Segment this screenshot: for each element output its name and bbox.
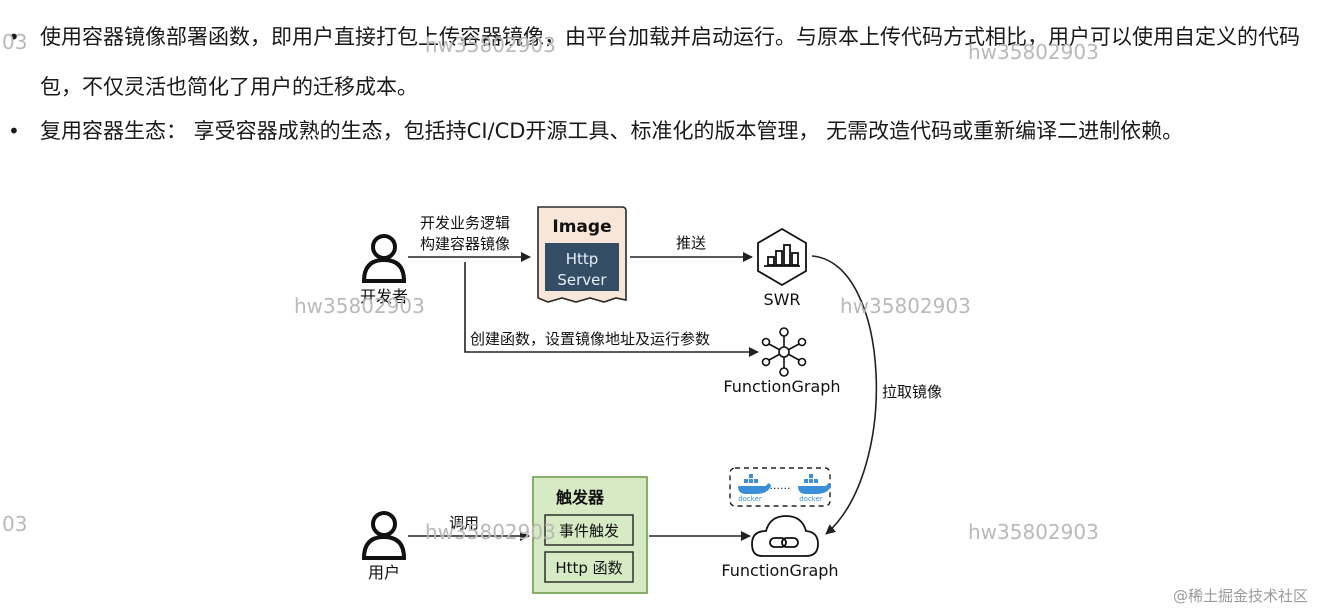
event-trigger-label: 事件触发 bbox=[559, 522, 619, 540]
swr-icon bbox=[757, 227, 807, 287]
docker-whale-icon bbox=[798, 474, 831, 494]
developer-icon bbox=[361, 234, 407, 283]
bullet-dot: • bbox=[8, 25, 20, 49]
functiongraph-label-bottom: FunctionGraph bbox=[721, 561, 838, 580]
user-icon bbox=[361, 511, 407, 560]
docker-label-1: docker bbox=[738, 495, 762, 503]
functiongraph-node-icon bbox=[761, 327, 807, 377]
swr-label: SWR bbox=[763, 290, 800, 309]
footer-watermark: @稀土掘金技术社区 bbox=[1172, 587, 1308, 605]
http-server-line-2: Server bbox=[557, 271, 607, 289]
trigger-title: 触发器 bbox=[555, 488, 605, 507]
http-function-label: Http 函数 bbox=[555, 559, 622, 577]
push-label: 推送 bbox=[676, 234, 706, 252]
http-function-box bbox=[544, 551, 634, 583]
http-server-line-1: Http bbox=[566, 250, 599, 268]
invoke-label: 调用 bbox=[449, 514, 479, 532]
bullet-text-2: 复用容器生态： 享受容器成熟的生态，包括持CI/CD开源工具、标准化的版本管理，… bbox=[40, 119, 1184, 143]
functiongraph-label-top: FunctionGraph bbox=[723, 377, 840, 396]
pull-image-arrow bbox=[811, 255, 878, 535]
build-label-1: 开发业务逻辑 bbox=[420, 214, 510, 232]
image-title: Image bbox=[552, 217, 611, 237]
user-label: 用户 bbox=[368, 563, 400, 582]
docker-whale-icon bbox=[738, 474, 771, 494]
event-trigger-box bbox=[544, 514, 634, 546]
image-box: Image Http Server bbox=[537, 206, 627, 303]
docker-containers-box: docker ...... docker bbox=[729, 467, 831, 507]
http-server-box bbox=[545, 243, 619, 291]
docker-label-2: docker bbox=[799, 495, 823, 503]
create-function-arrow bbox=[464, 262, 759, 357]
bullet-text-1: 使用容器镜像部署函数，即用户直接打包上传容器镜像，由平台加载并启动运行。与原本上… bbox=[40, 25, 1300, 99]
docker-ellipsis: ...... bbox=[770, 479, 791, 492]
bullet-dot: • bbox=[8, 119, 20, 143]
functiongraph-cloud-icon bbox=[751, 515, 819, 557]
build-label-2: 构建容器镜像 bbox=[420, 235, 510, 253]
trigger-box: 触发器 事件触发 Http 函数 bbox=[532, 476, 648, 594]
create-function-label: 创建函数，设置镜像地址及运行参数 bbox=[470, 330, 710, 348]
developer-label: 开发者 bbox=[360, 287, 408, 306]
pull-image-label: 拉取镜像 bbox=[882, 383, 942, 401]
